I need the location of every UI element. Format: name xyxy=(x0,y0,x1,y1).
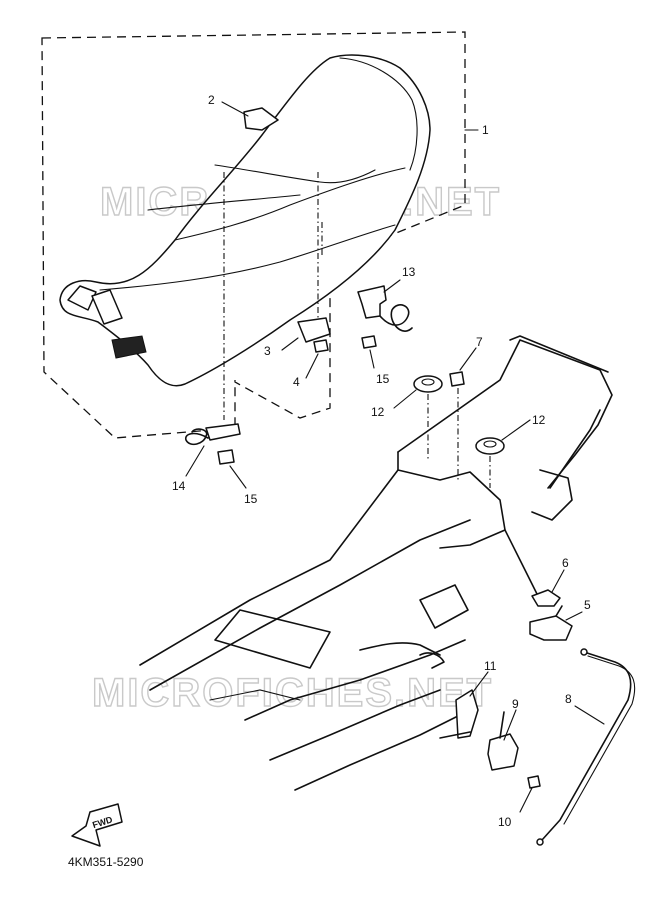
watermark-bottom: MICROFICHES.NET xyxy=(92,671,493,715)
callout-7: 7 xyxy=(476,335,483,349)
drawing-code: 4KM351-5290 xyxy=(68,855,144,869)
part-12-grommet-right xyxy=(475,437,505,455)
callout-15-lower: 15 xyxy=(244,492,258,506)
callout-13: 13 xyxy=(402,265,416,279)
part-12-grommet-left xyxy=(413,375,443,393)
part-10-screw xyxy=(527,775,541,789)
callout-6: 6 xyxy=(562,556,569,570)
callout-15-upper: 15 xyxy=(376,372,390,386)
part-15-nut-upper xyxy=(361,335,377,349)
callout-12-right: 12 xyxy=(532,413,546,427)
part-3-bracket xyxy=(297,317,331,343)
callout-8: 8 xyxy=(565,692,572,706)
part-13-hook xyxy=(357,285,413,332)
part-7-nut xyxy=(449,371,465,387)
part-15-nut-lower xyxy=(217,449,235,465)
callout-14: 14 xyxy=(172,479,186,493)
callout-12-left: 12 xyxy=(371,405,385,419)
part-4-nut xyxy=(313,339,329,353)
callout-5: 5 xyxy=(584,598,591,612)
part-14-hook xyxy=(185,423,241,446)
callout-3: 3 xyxy=(264,344,271,358)
part-5-lock xyxy=(529,605,573,641)
frame xyxy=(139,335,613,791)
part-2-emblem xyxy=(243,107,279,131)
fwd-arrow-icon: FWD xyxy=(71,803,123,847)
seat xyxy=(59,54,431,387)
part-9-lock xyxy=(487,711,519,771)
callout-2: 2 xyxy=(208,93,215,107)
part-6-plate xyxy=(531,589,561,607)
callout-10: 10 xyxy=(498,815,512,829)
callout-11: 11 xyxy=(484,659,497,673)
part-11-lever xyxy=(439,689,479,739)
callout-1: 1 xyxy=(482,123,489,137)
callout-4: 4 xyxy=(293,375,300,389)
callout-9: 9 xyxy=(512,697,519,711)
part-8-cable xyxy=(536,648,636,846)
